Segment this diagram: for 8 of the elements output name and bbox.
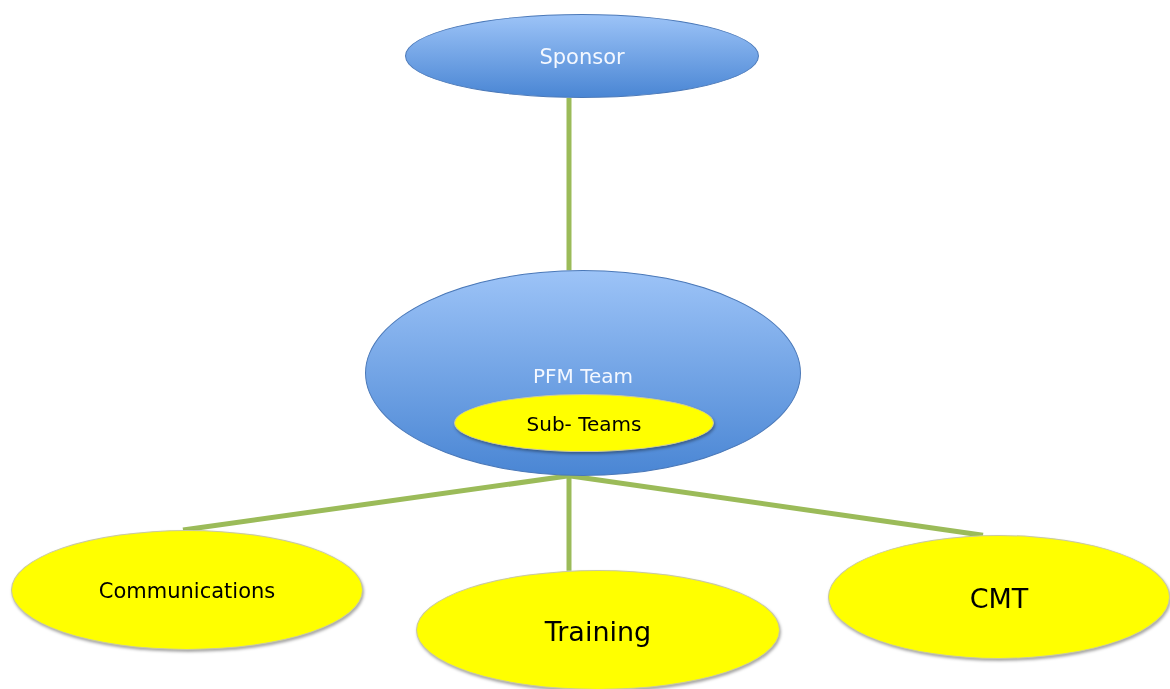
node-label: Sub- Teams xyxy=(525,412,643,436)
connector-line xyxy=(566,475,572,571)
node-label: Training xyxy=(543,615,653,647)
node-label: CMT xyxy=(968,582,1030,614)
node-label: Sponsor xyxy=(538,45,626,69)
node-label: PFM Team xyxy=(531,364,634,389)
connector-line xyxy=(566,97,572,271)
node-label: Communications xyxy=(97,579,277,603)
